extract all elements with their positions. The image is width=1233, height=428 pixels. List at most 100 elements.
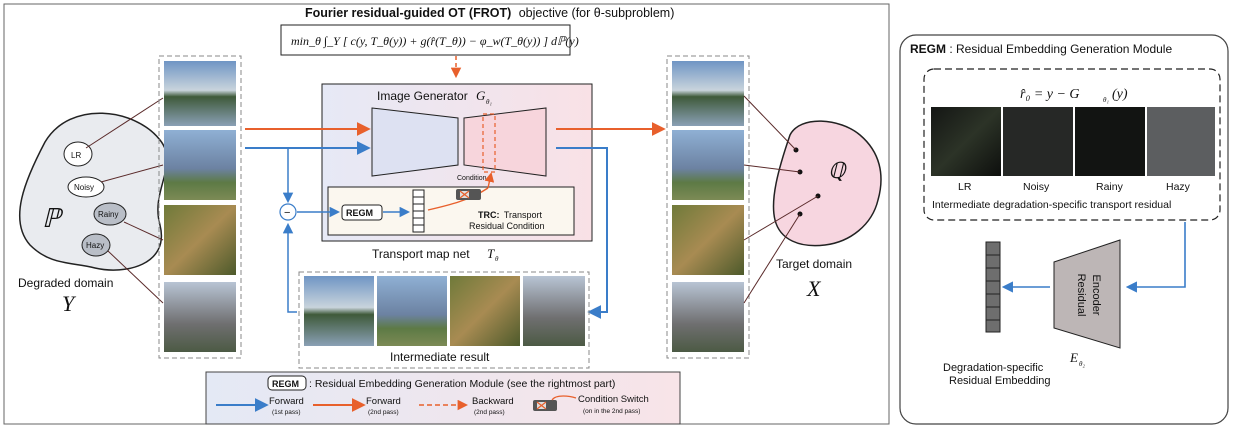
input-image-noisy: [164, 130, 236, 200]
regm-panel-title: REGM : Residual Embedding Generation Mod…: [910, 42, 1172, 56]
residual-label-hazy: Hazy: [1166, 181, 1191, 193]
trc-line1: TRC: Transport: [478, 210, 543, 220]
transport-label: Transport map net: [372, 247, 470, 261]
generator-title-symbol: G: [476, 88, 486, 103]
input-image-rainy: [164, 205, 236, 275]
blob-lr-label: LR: [71, 151, 81, 160]
legend-forward2-sub: (2nd pass): [368, 409, 399, 416]
target-connector-4: [743, 213, 801, 304]
subtract-node: [279, 203, 297, 221]
connector-rainy: [123, 221, 164, 241]
residual-image-lr: [931, 107, 1001, 176]
blob-hazy: [81, 233, 111, 257]
target-connector-1: [743, 95, 797, 151]
header-title: Fourier residual-guided OT (FROT) object…: [305, 6, 674, 20]
transport-sub: θ: [495, 255, 499, 263]
residual-image-rainy: [1075, 107, 1145, 176]
degraded-domain-label: Degraded domain: [18, 276, 113, 290]
blob-lr: [63, 141, 93, 167]
target-domain-var: X: [806, 276, 822, 301]
embedding-label-line1: Degradation-specific: [943, 362, 1044, 374]
connector-hazy: [107, 250, 164, 304]
intermediate-label: Intermediate result: [390, 350, 490, 364]
output-image-noisy: [672, 130, 744, 200]
residual-formula-sub: θ₁: [1103, 96, 1109, 104]
legend-backward-sub: (2nd pass): [474, 409, 505, 416]
trc-embedding-column: [412, 189, 425, 233]
intermediate-image-2: [377, 276, 447, 346]
legend-switch-sub: (on in the 2nd pass): [583, 408, 640, 415]
blob-rainy-label: Rainy: [98, 210, 118, 219]
intermediate-image-3: [450, 276, 520, 346]
encoder-label-line1: Residual: [1075, 274, 1087, 317]
blob-noisy: [67, 176, 105, 198]
transport-symbol: T: [487, 246, 495, 261]
output-image-rainy: [672, 205, 744, 275]
forward1-output-arrow: [556, 147, 608, 319]
generator-title-text: Image Generator: [377, 89, 468, 103]
trc-regm-label: REGM: [346, 208, 373, 218]
input-image-lr: [164, 61, 236, 126]
legend-condition-switch-icon: [533, 395, 577, 411]
residual-label-rainy: Rainy: [1096, 181, 1124, 193]
residual-label-lr: LR: [958, 181, 972, 193]
intermediate-frame: [298, 271, 590, 369]
target-domain-label: Target domain: [776, 257, 852, 271]
legend-regm-text: : Residual Embedding Generation Module (…: [309, 378, 615, 390]
condition-switch-icon: [456, 189, 481, 200]
input-column-frame: [158, 55, 242, 359]
legend-regm-box: [267, 375, 307, 391]
trc-line2: Residual Condition: [469, 221, 545, 231]
decoder-trapezoid: [463, 107, 547, 177]
objective-formula: min_θ ∫_Y [ c(y, T_θ(y)) + g(r̂(T_θ)) − …: [291, 34, 579, 48]
legend-forward1-sub: (1st pass): [272, 409, 301, 416]
subtract-symbol: −: [284, 207, 290, 219]
trc-condition-curve: [427, 187, 489, 211]
connector-lr: [85, 97, 164, 149]
target-domain-symbol: ℚ: [828, 158, 848, 183]
blob-noisy-label: Noisy: [74, 183, 94, 192]
output-image-hazy: [672, 282, 744, 352]
residual-formula-lhs: r̂₀ = y − G: [1020, 87, 1080, 102]
residual-image-noisy: [1003, 107, 1073, 176]
embedding-label-line2: Residual Embedding: [949, 375, 1051, 387]
legend-forward1-label: Forward: [269, 396, 304, 407]
residual-label-noisy: Noisy: [1023, 181, 1050, 193]
output-image-lr: [672, 61, 744, 126]
intermediate-image-1: [304, 276, 374, 346]
target-connector-3: [743, 195, 819, 241]
objective-formula-box: [280, 24, 571, 56]
input-image-hazy: [164, 282, 236, 352]
output-column-frame: [666, 55, 750, 359]
intermediate-to-subtract-arrow: [282, 222, 297, 313]
encoder-sub: θ₂: [1079, 360, 1085, 368]
trc-to-condition-arrow: [484, 172, 495, 189]
intermediate-image-4: [523, 276, 585, 346]
degraded-domain-var: Y: [62, 291, 77, 316]
legend-backward-label: Backward: [472, 396, 514, 407]
residual-image-hazy: [1147, 107, 1215, 176]
generator-title-sub: θ₁: [486, 98, 492, 106]
target-domain-blob: [772, 120, 882, 247]
encoder-trapezoid: [371, 107, 459, 177]
header-title-rest: objective (for θ-subproblem): [519, 6, 675, 20]
legend-switch-label: Condition Switch: [578, 394, 649, 405]
residual-to-encoder-arrow: [1125, 222, 1186, 293]
residual-embedding-column: [985, 241, 1001, 333]
blob-hazy-label: Hazy: [86, 241, 104, 250]
target-connector-2: [743, 164, 801, 173]
encoder-label-line2: Encoder: [1090, 275, 1102, 316]
condition-label: Condition: [457, 175, 487, 182]
connector-noisy: [100, 164, 164, 183]
legend-forward2-label: Forward: [366, 396, 401, 407]
degraded-domain-symbol: ℙ: [42, 204, 64, 233]
blob-rainy: [93, 202, 127, 226]
residual-formula-rhs: (y): [1112, 87, 1128, 102]
residual-caption: Intermediate degradation-specific transp…: [932, 199, 1171, 211]
residual-encoder: [1053, 239, 1121, 349]
legend-regm-label: REGM: [272, 379, 299, 389]
trc-regm-box: [341, 204, 383, 221]
generator-title: Image Generator: [377, 89, 468, 103]
header-title-bold: Fourier residual-guided OT (FROT): [305, 6, 511, 20]
